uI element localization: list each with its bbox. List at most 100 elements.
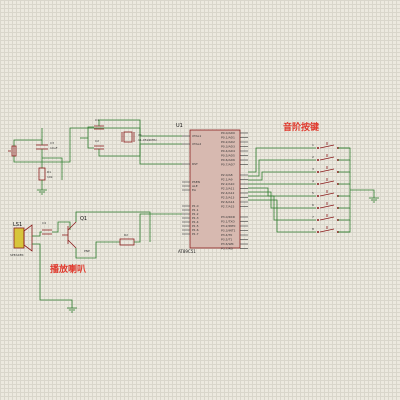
u1-pin-label: P0.7/AD7: [221, 163, 235, 167]
u1-pin-label: P0.3/AD3: [221, 145, 235, 149]
u1-pin-left: RST: [182, 162, 198, 166]
key-switch-label: 2: [312, 155, 314, 159]
u1-pin-right: P0.7/AD7: [221, 163, 248, 167]
u1-pin-label: P0.1/AD1: [221, 136, 235, 140]
ls1-type: SPEAKER: [10, 253, 24, 257]
u1-pin-left: ALE: [182, 184, 198, 188]
u1-pin-label: XTAL1: [192, 134, 201, 138]
u1-pin-label: P1.1: [192, 208, 199, 212]
u1-pin-label: P2.3/A11: [221, 187, 235, 191]
u1-pin-label: P1.5: [192, 224, 199, 228]
u1-pin-left: P1.2: [182, 212, 199, 216]
reset-circuit: C3 10uF R1 10k: [8, 127, 182, 195]
oscillator-circuit: C1 C2 X1 11.0592MHz: [80, 118, 182, 157]
u1-pin-right: P2.7/A15: [221, 205, 248, 209]
u1-pin-right: P3.4/T0: [221, 233, 248, 237]
key-switch[interactable]: 2: [248, 154, 339, 177]
r1-resistor[interactable]: R1 10k: [38, 167, 53, 181]
key-switch-label: 6: [312, 203, 314, 207]
q1-type: PNP: [84, 249, 90, 253]
c4-capacitor[interactable]: C4: [42, 221, 52, 235]
u1-pin-label: P3.6/WR: [221, 242, 234, 246]
c1-ref: C1: [95, 118, 99, 122]
u1-pin-right: P3.5/T1: [221, 238, 248, 242]
u1-left-pins: XTAL1XTAL2RSTPSENALEEAP1.0P1.1P1.2P1.3P1…: [182, 134, 201, 236]
u1-pin-left: XTAL1: [182, 134, 201, 138]
reset-button[interactable]: [8, 145, 17, 157]
u1-pin-label: P1.2: [192, 212, 199, 216]
u1-pin-right: P2.4/A12: [221, 191, 248, 195]
u1-pin-left: P1.1: [182, 208, 199, 212]
c4-ref: C4: [42, 221, 46, 225]
u1-pin-right: P3.3/INT1: [221, 229, 248, 233]
x1-crystal[interactable]: X1 11.0592MHz: [121, 131, 157, 143]
u1-pin-label: P0.2/AD2: [221, 140, 235, 144]
u1-pin-right: P2.2/A10: [221, 182, 248, 186]
u1-pin-right: P3.2/INT0: [221, 224, 248, 228]
u1-pin-right: P0.6/AD6: [221, 158, 248, 162]
u1-pin-label: P2.0/A8: [221, 173, 233, 177]
c3-value: 10uF: [50, 146, 58, 150]
u1-pin-left: P1.6: [182, 228, 199, 232]
r2-ref: R2: [124, 233, 128, 237]
u1-pin-label: P2.1/A9: [221, 178, 233, 182]
key-switch[interactable]: 3: [248, 166, 339, 181]
u1-body: [189, 129, 241, 249]
q1-transistor[interactable]: Q1 PNP: [62, 216, 90, 253]
u1-pin-left: P1.7: [182, 232, 199, 236]
u1-microcontroller[interactable]: U1 AT89C51: [176, 123, 241, 254]
x1-freq: 11.0592MHz: [138, 138, 157, 142]
ground-symbol: [67, 307, 77, 313]
u1-pin-label: P3.3/INT1: [221, 229, 236, 233]
key-switch[interactable]: 8: [248, 199, 339, 233]
u1-right-pins: P0.0/AD0P0.1/AD1P0.2/AD2P0.3/AD3P0.4/AD4…: [221, 131, 248, 251]
ls1-speaker[interactable]: LS1 SPEAKER: [10, 222, 33, 257]
key-switch[interactable]: 7: [248, 195, 339, 221]
u1-pin-label: P3.4/T0: [221, 233, 232, 237]
u1-pin-label: P0.6/AD6: [221, 158, 235, 162]
u1-pin-right: P0.0/AD0: [221, 131, 248, 135]
u1-pin-label: P3.7/RD: [221, 247, 234, 251]
q1-ref: Q1: [80, 216, 87, 222]
speaker-title: 播放喇叭: [50, 263, 86, 275]
u1-pin-right: P0.5/AD5: [221, 154, 248, 158]
u1-ref: U1: [176, 123, 183, 129]
u1-pin-left: EA: [182, 188, 197, 192]
key-switch[interactable]: 1: [248, 142, 339, 173]
u1-pin-left: P1.3: [182, 216, 199, 220]
u1-pin-right: P0.1/AD1: [221, 136, 248, 140]
u1-pin-right: P0.3/AD3: [221, 145, 248, 149]
u1-pin-label: P2.2/A10: [221, 182, 235, 186]
u1-pin-label: P1.4: [192, 220, 199, 224]
u1-pin-label: P2.5/A13: [221, 196, 235, 200]
u1-pin-label: P0.5/AD5: [221, 154, 235, 158]
u1-pin-label: XTAL2: [192, 142, 201, 146]
r2-resistor[interactable]: R2: [119, 233, 135, 246]
u1-pin-label: P1.0: [192, 204, 199, 208]
c2-capacitor[interactable]: C2: [94, 139, 104, 150]
u1-pin-left: P1.5: [182, 224, 199, 228]
u1-pin-label: P2.4/A12: [221, 191, 235, 195]
c3-capacitor[interactable]: C3 10uF: [36, 141, 58, 150]
u1-pin-left: PSEN: [182, 180, 200, 184]
u1-type: AT89C51: [178, 249, 196, 254]
r1-value: 10k: [47, 175, 53, 179]
u1-pin-right: P3.1/TXD: [221, 220, 248, 224]
u1-pin-left: XTAL2: [182, 142, 201, 146]
c2-ref: C2: [95, 139, 99, 143]
u1-pin-label: PSEN: [192, 180, 200, 184]
ground-symbol: [369, 197, 379, 203]
u1-pin-right: P3.0/RXD: [221, 215, 248, 219]
u1-pin-label: P2.7/A15: [221, 205, 235, 209]
u1-pin-right: P2.6/A14: [221, 200, 248, 204]
u1-pin-left: P1.0: [182, 204, 199, 208]
key-switch-label: 5: [312, 191, 314, 195]
u1-pin-label: P3.2/INT0: [221, 224, 236, 228]
u1-pin-label: P1.7: [192, 232, 199, 236]
u1-pin-right: P2.0/A8: [221, 173, 248, 177]
u1-pin-left: P1.4: [182, 220, 199, 224]
r1-ref: R1: [47, 170, 51, 174]
u1-pin-right: P2.1/A9: [221, 178, 248, 182]
